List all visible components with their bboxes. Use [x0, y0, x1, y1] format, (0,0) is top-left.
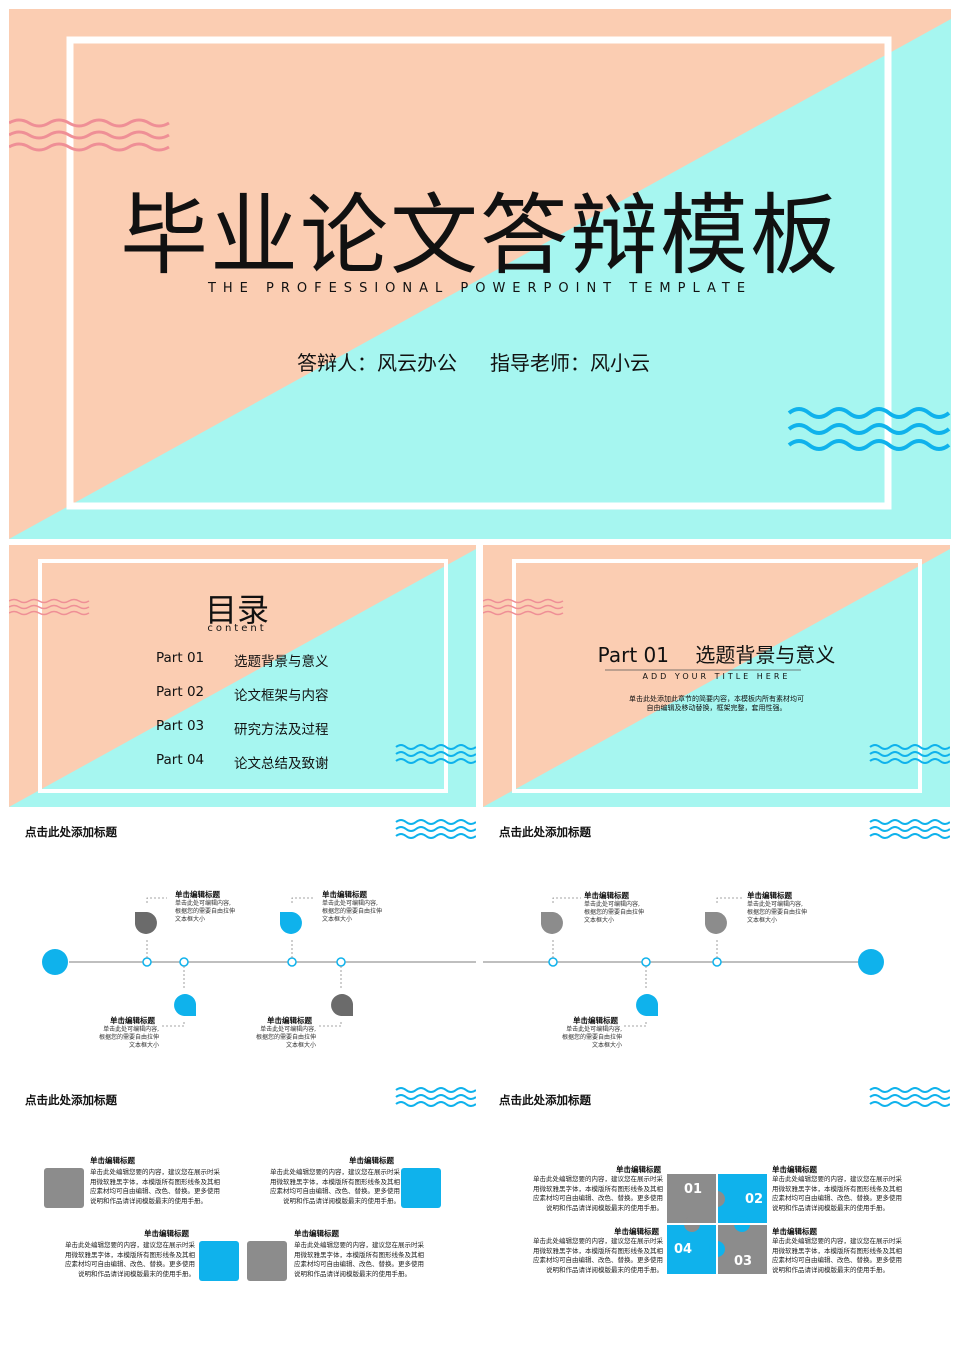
cover-presenter: 答辩人：风云办公	[297, 351, 457, 375]
blue-wave-icon	[395, 744, 476, 764]
timeline-drop-2	[705, 912, 727, 934]
slide-heading[interactable]: 点击此处添加标题	[25, 1093, 117, 1107]
timeline-item-desc: 单击此处可编辑内容,根据您的需要自由拉伸文本框大小	[99, 1026, 160, 1049]
puzzle-number-03: 03	[734, 1254, 753, 1269]
puzzle-item-desc: 单击此处编辑您要的内容，建议您在展示时采用微软雅黑字体，本模版所有图形线条及其相…	[772, 1237, 902, 1274]
section-background	[483, 545, 950, 807]
toc-background	[9, 545, 476, 807]
toc-part-1: Part 01	[156, 650, 205, 666]
timeline-slide-b: 点击此处添加标题 单击编辑标题 单击此处可编辑内容,根据您的需要自由拉伸文本框大…	[483, 812, 950, 1074]
blue-wave-icon	[869, 744, 950, 764]
timeline-end-dot	[858, 949, 884, 975]
block-desc: 单击此处编辑您要的内容，建议您在展示时采用微软雅黑字体，本模版所有图形线条及其相…	[294, 1241, 424, 1278]
block-title[interactable]: 单击编辑标题	[349, 1156, 394, 1165]
block-title[interactable]: 单击编辑标题	[90, 1156, 135, 1165]
timeline-item-title[interactable]: 单击编辑标题	[573, 1016, 618, 1025]
blue-wave-icon	[869, 1087, 950, 1107]
gray-square-icon	[44, 1168, 84, 1208]
toc-slide: 目录 content Part 01 选题背景与意义 Part 02 论文框架与…	[9, 545, 476, 807]
blue-wave-icon	[395, 819, 476, 839]
puzzle-item-desc: 单击此处编辑您要的内容，建议您在展示时采用微软雅黑字体，本模版所有图形线条及其相…	[772, 1175, 902, 1212]
cover-advisor: 指导老师：风小云	[490, 351, 650, 375]
timeline-item-title[interactable]: 单击编辑标题	[584, 891, 629, 900]
puzzle-slide: 点击此处添加标题 01 02 03 04 单击编辑标题 单击此处编辑您要的内容，…	[483, 1080, 950, 1342]
timeline-start-dot	[42, 949, 68, 975]
pink-wave-icon	[483, 598, 564, 616]
puzzle-graphics	[667, 1087, 950, 1274]
toc-label-3[interactable]: 研究方法及过程	[234, 722, 329, 738]
toc-part-2: Part 02	[156, 684, 205, 700]
toc-part-3: Part 03	[156, 718, 205, 734]
block-desc: 单击此处编辑您要的内容，建议您在展示时采用微软雅黑字体，本模版所有图形线条及其相…	[270, 1168, 400, 1205]
timeline-item-title[interactable]: 单击编辑标题	[110, 1016, 155, 1025]
puzzle-item-title[interactable]: 单击编辑标题	[772, 1165, 817, 1174]
puzzle-icon	[667, 1174, 767, 1274]
cover-subtitle: THE PROFESSIONAL POWERPOINT TEMPLATE	[207, 281, 753, 296]
timeline-graphics	[483, 819, 950, 1027]
puzzle-number-01: 01	[684, 1182, 703, 1197]
blue-wave-icon	[787, 407, 951, 451]
block-desc: 单击此处编辑您要的内容，建议您在展示时采用微软雅黑字体，本模版所有图形线条及其相…	[65, 1241, 195, 1278]
slide-heading[interactable]: 点击此处添加标题	[499, 825, 591, 839]
puzzle-item-title[interactable]: 单击编辑标题	[614, 1227, 659, 1236]
puzzle-item-title[interactable]: 单击编辑标题	[616, 1165, 661, 1174]
cover-title: 毕业论文答辩模板	[119, 184, 840, 287]
toc-subtitle: content	[207, 623, 267, 634]
slide-heading[interactable]: 点击此处添加标题	[499, 1093, 591, 1107]
toc-label-2[interactable]: 论文框架与内容	[234, 688, 329, 704]
timeline-drop-3	[174, 994, 196, 1016]
section-slide: Part 01 选题背景与意义 ADD YOUR TITLE HERE 单击此处…	[483, 545, 950, 807]
slide-heading[interactable]: 点击此处添加标题	[25, 825, 117, 839]
blue-square-icon	[401, 1168, 441, 1208]
timeline-drop-1	[135, 912, 157, 934]
block-title[interactable]: 单击编辑标题	[294, 1229, 339, 1238]
toc-label-4[interactable]: 论文总结及致谢	[234, 756, 329, 772]
timeline-drop-4	[331, 994, 353, 1016]
block-title[interactable]: 单击编辑标题	[144, 1229, 189, 1238]
timeline-item-desc: 单击此处可编辑内容,根据您的需要自由拉伸文本框大小	[322, 900, 383, 923]
timeline-item-desc: 单击此处可编辑内容,根据您的需要自由拉伸文本框大小	[256, 1026, 317, 1049]
puzzle-item-desc: 单击此处编辑您要的内容，建议您在展示时采用微软雅黑字体，本模版所有图形线条及其相…	[533, 1237, 663, 1274]
timeline-item-desc: 单击此处可编辑内容,根据您的需要自由拉伸文本框大小	[747, 901, 808, 924]
blue-wave-icon	[869, 819, 950, 839]
pink-wave-icon	[9, 598, 90, 616]
text-blocks-graphics	[395, 1087, 476, 1107]
timeline-slide-a: 点击此处添加标题 单击编辑标题 单击此处可编辑内容,根据您的需要自由拉伸文本框大…	[9, 812, 476, 1074]
toc-label-1[interactable]: 选题背景与意义	[234, 654, 329, 670]
section-desc-1: 单击此处添加此章节的简要内容，本模板内所有素材均可	[629, 695, 804, 703]
pink-wave-icon	[9, 118, 170, 152]
toc-part-4: Part 04	[156, 752, 205, 768]
toc-title: 目录	[204, 591, 269, 629]
puzzle-item-title[interactable]: 单击编辑标题	[772, 1227, 817, 1236]
puzzle-item-desc: 单击此处编辑您要的内容，建议您在展示时采用微软雅黑字体，本模版所有图形线条及其相…	[533, 1175, 663, 1212]
section-subtitle: ADD YOUR TITLE HERE	[642, 672, 791, 681]
puzzle-number-02: 02	[745, 1192, 764, 1207]
timeline-item-title[interactable]: 单击编辑标题	[747, 891, 792, 900]
gray-square-icon	[247, 1241, 287, 1281]
timeline-item-title[interactable]: 单击编辑标题	[267, 1016, 312, 1025]
cover-background	[9, 9, 951, 539]
cover-slide: 毕业论文答辩模板 THE PROFESSIONAL POWERPOINT TEM…	[9, 9, 951, 539]
timeline-item-desc: 单击此处可编辑内容,根据您的需要自由拉伸文本框大小	[175, 900, 236, 923]
timeline-graphics	[42, 819, 476, 1027]
timeline-drop-2	[280, 912, 302, 934]
timeline-item-title[interactable]: 单击编辑标题	[175, 890, 220, 899]
blue-wave-icon	[395, 1087, 476, 1107]
timeline-item-desc: 单击此处可编辑内容,根据您的需要自由拉伸文本框大小	[562, 1026, 623, 1049]
block-desc: 单击此处编辑您要的内容，建议您在展示时采用微软雅黑字体，本模版所有图形线条及其相…	[90, 1168, 220, 1205]
timeline-item-desc: 单击此处可编辑内容,根据您的需要自由拉伸文本框大小	[584, 901, 645, 924]
blue-square-icon	[199, 1241, 239, 1281]
timeline-drop-3	[636, 994, 658, 1016]
puzzle-number-04: 04	[674, 1242, 693, 1257]
timeline-drop-1	[541, 912, 563, 934]
section-desc-2: 自由编辑及移动替换，框架完整，套用性强。	[646, 704, 787, 712]
timeline-item-title[interactable]: 单击编辑标题	[322, 890, 367, 899]
section-title: Part 01 选题背景与意义	[597, 643, 836, 667]
text-blocks-slide: 点击此处添加标题 单击编辑标题 单击此处编辑您要的内容，建议您在展示时采用微软雅…	[9, 1080, 476, 1342]
